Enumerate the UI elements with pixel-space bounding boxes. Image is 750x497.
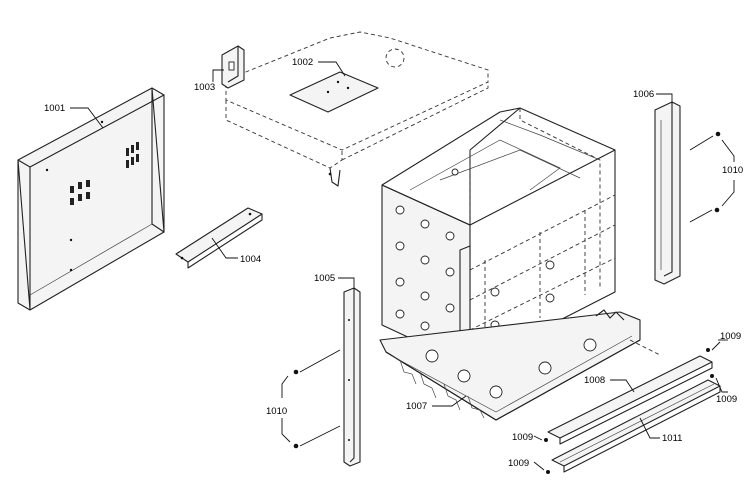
- part-1002-top-cover: [225, 31, 489, 187]
- part-1005-front-strip: [343, 287, 361, 467]
- part-1010-screws-left: [281, 349, 341, 449]
- part-1011-lower-trim: [551, 379, 721, 473]
- callout-1001: 1001: [44, 103, 65, 114]
- part-1010-screws-right: [689, 131, 735, 223]
- part-1008-front-trim: [547, 339, 713, 445]
- callout-1003: 1003: [194, 82, 215, 93]
- tray-burner-holes: [425, 338, 597, 399]
- callout-1002: 1002: [292, 57, 313, 68]
- part-1007-bottom-tray: [379, 309, 641, 421]
- callout-1010-left: 1010: [266, 406, 287, 417]
- vent-slots-right: [126, 142, 139, 168]
- vent-slots-left: [70, 180, 90, 205]
- part-1004-rail: [175, 207, 263, 269]
- part-1001-back-panel: [17, 87, 165, 311]
- callout-1007: 1007: [406, 401, 427, 412]
- frame-side-holes: [395, 205, 455, 345]
- callout-1008: 1008: [584, 375, 605, 386]
- part-1009-screws: [533, 339, 728, 474]
- callout-1010-right: 1010: [722, 165, 743, 176]
- callout-1009-top-right: 1009: [720, 331, 741, 342]
- callout-1009-right: 1009: [716, 394, 737, 405]
- callout-1004: 1004: [240, 254, 261, 265]
- part-1003-bracket: [221, 45, 245, 89]
- callout-1005: 1005: [314, 273, 335, 284]
- callout-1006: 1006: [633, 89, 654, 100]
- part-1006-side-strip: [654, 101, 681, 285]
- callout-1011: 1011: [662, 433, 682, 444]
- callout-1009-bottom: 1009: [508, 458, 529, 469]
- callout-1009-left: 1009: [512, 432, 533, 443]
